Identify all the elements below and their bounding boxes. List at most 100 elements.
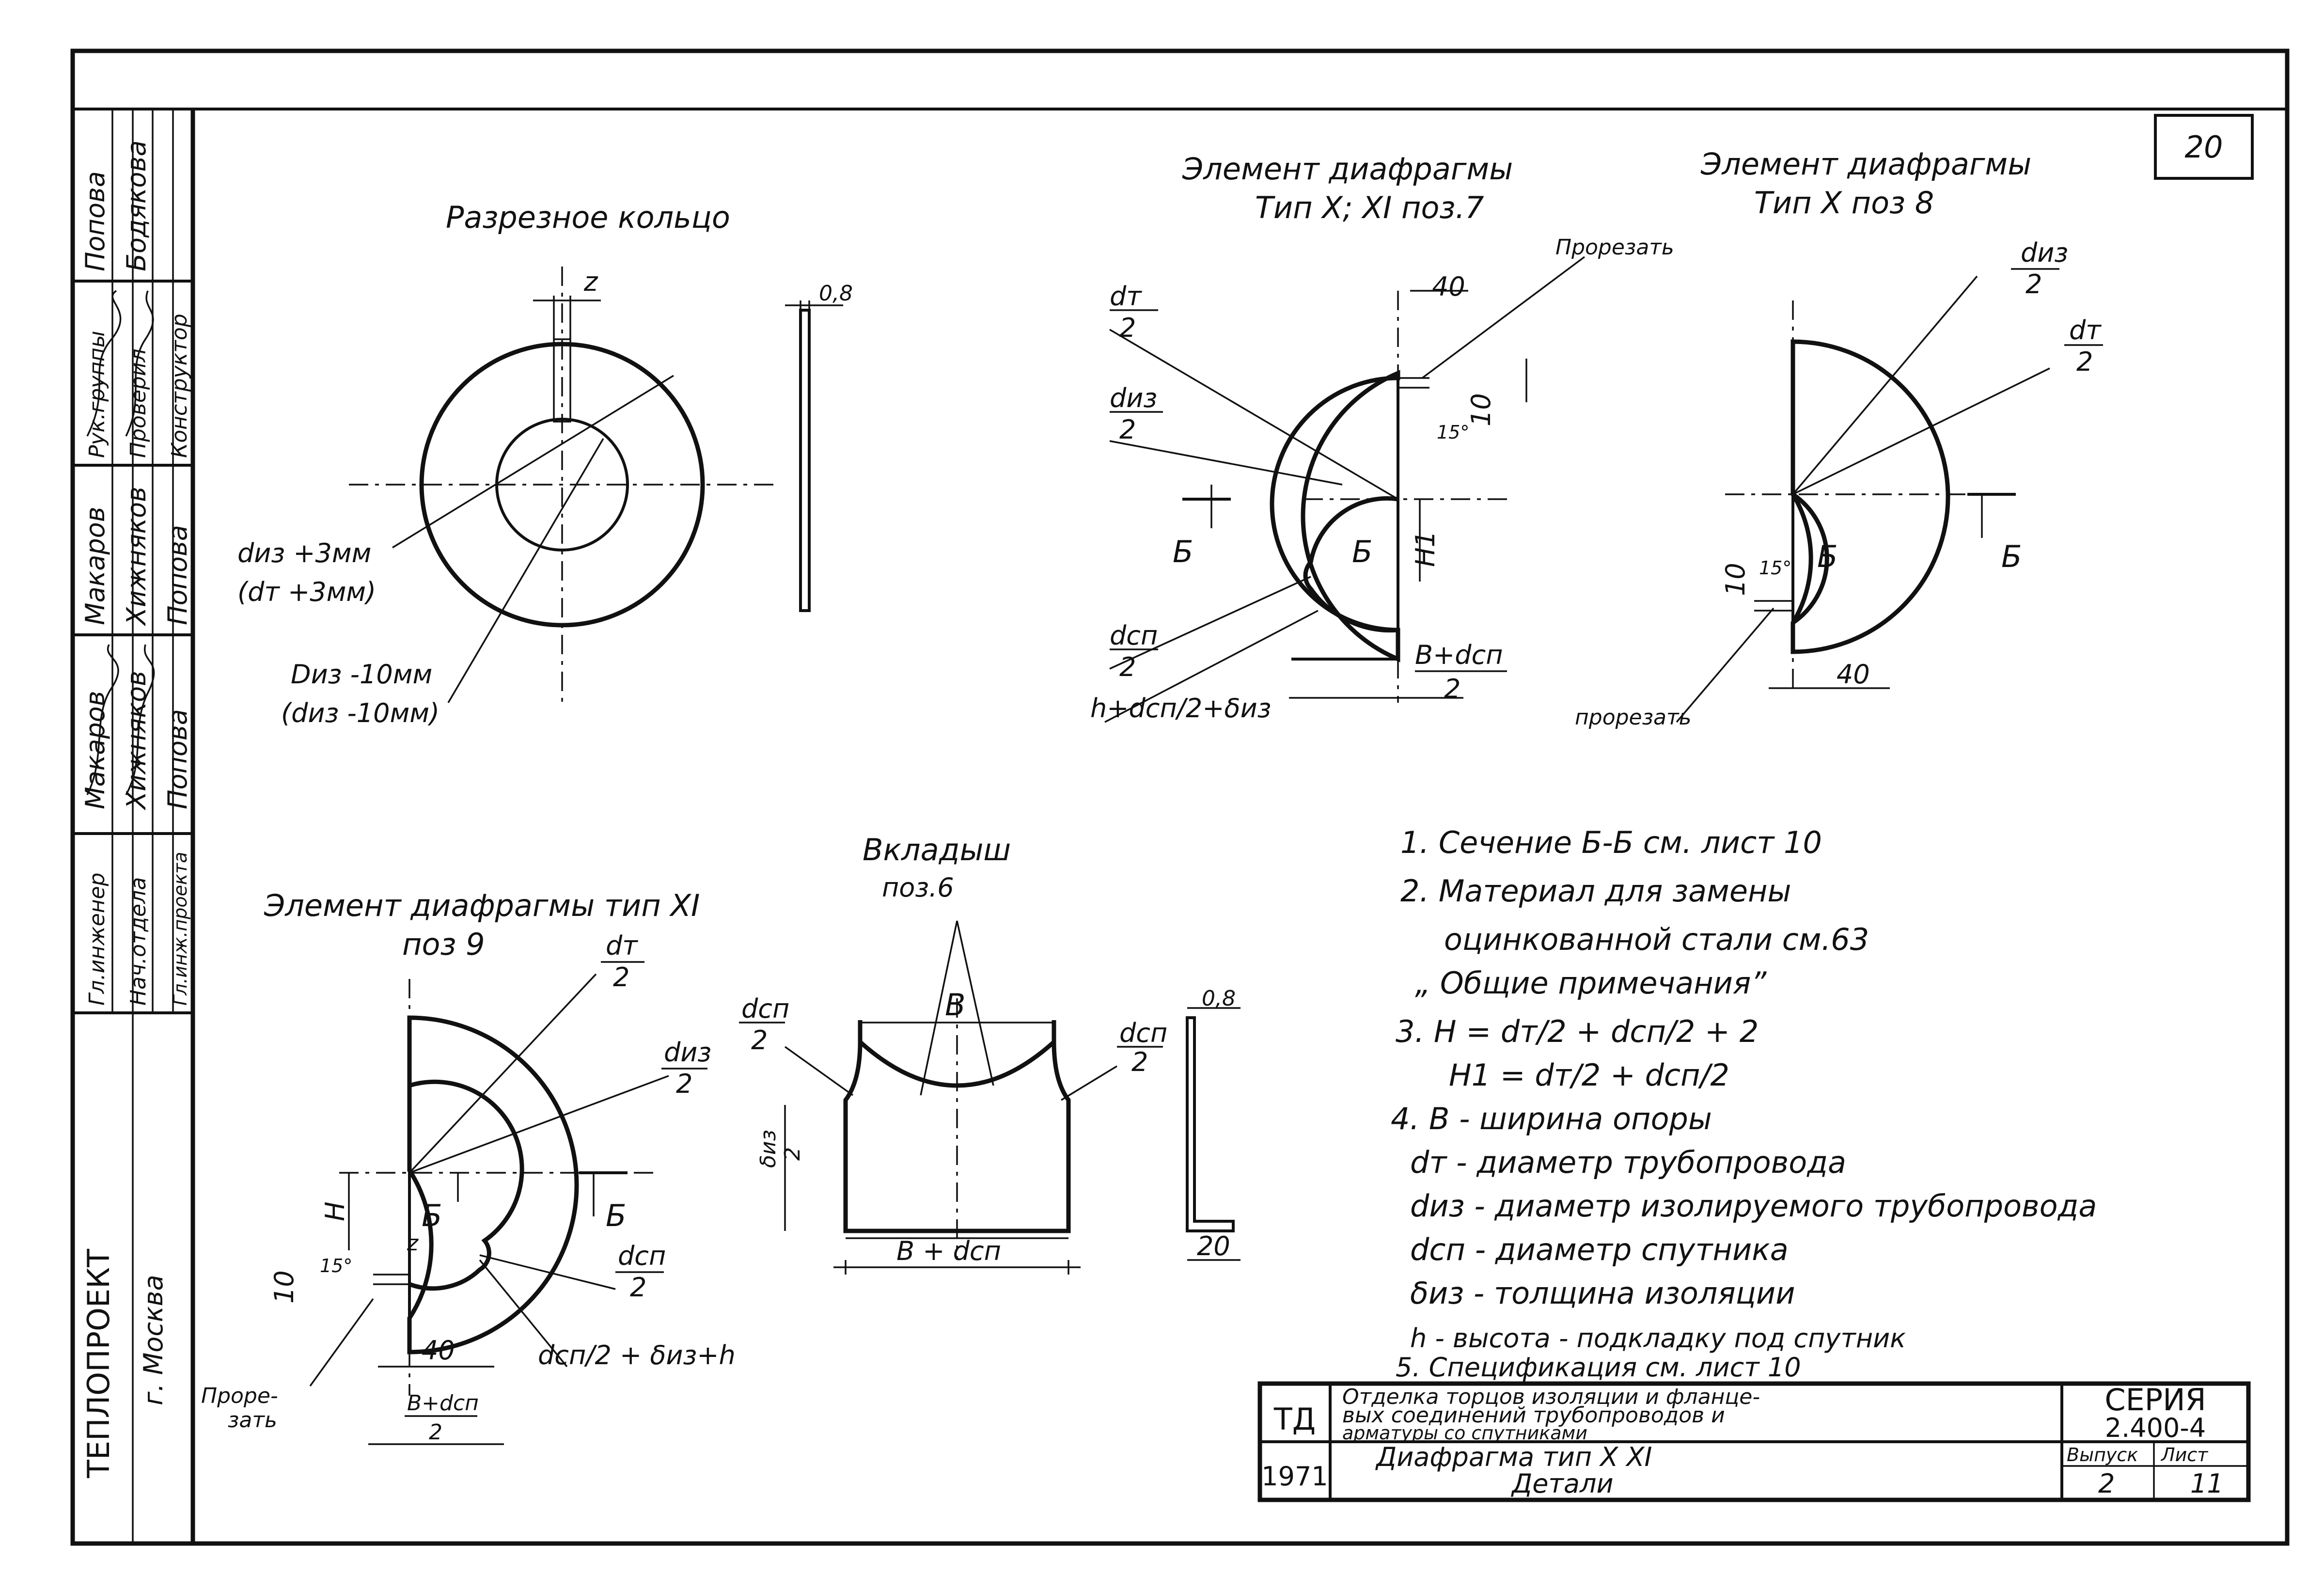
stamp-td: ТД (1273, 1402, 1316, 1437)
diaphragm-element-pos9: Элемент диафрагмы тип XI поз 9 dт 2 dиз … (201, 888, 736, 1445)
role-4: Рук.группы (85, 331, 110, 458)
stamp-desc-2: вых соединений трубопроводов и (1342, 1403, 1725, 1428)
split-ring-view: Разрезное кольцо z dиз +3мм (dт +3мм) Dи… (237, 200, 853, 728)
el7-dsp-2: 2 (1119, 652, 1136, 682)
note-13: 5. Спецификация см. лист 10 (1396, 1352, 1801, 1383)
note-9: dиз - диаметр изолируемого трубопровода (1410, 1188, 2097, 1224)
el8-dim-40: 40 (1837, 659, 1870, 690)
el7-cut-leader (1421, 256, 1586, 379)
ring-outer-leader (392, 375, 674, 549)
stamp-sheet: 11 (2190, 1468, 2224, 1499)
stamp-sheet-label: Лист (2160, 1444, 2209, 1465)
el9-diz-leader (409, 1075, 669, 1174)
el7-bdsp-2: 2 (1444, 674, 1460, 704)
stamp-desc-3: арматуры со спутниками (1342, 1422, 1587, 1444)
insert-leader-a (920, 920, 958, 1096)
el9-diz-2: 2 (676, 1069, 692, 1099)
el9-cut-leader (309, 1298, 374, 1387)
el9-h: H (320, 1201, 350, 1221)
split-ring-title: Разрезное кольцо (446, 200, 730, 235)
drawing-notes: 1. Сечение Б-Б см. лист 10 2. Материал д… (1391, 825, 2097, 1383)
el7-diz-2: 2 (1119, 414, 1136, 445)
el9-dt-2: 2 (613, 962, 629, 992)
el8-dt-2: 2 (2076, 347, 2093, 377)
stamp-issue-label: Выпуск (2067, 1444, 2138, 1465)
note-12: h - высота - подкладку под спутник (1410, 1323, 1906, 1354)
stamp-desc-1: Отделка торцов изоляции и фланце- (1342, 1385, 1760, 1409)
note-10: dсп - диаметр спутника (1410, 1232, 1789, 1267)
insert-dim-20: 20 (1197, 1231, 1230, 1261)
insert-side-view (1186, 1016, 1235, 1232)
name-2: Хижняков (121, 487, 152, 627)
page-number: 20 (2185, 129, 2223, 165)
el7-cut-label: Прорезать (1555, 235, 1674, 260)
el8-diz-2: 2 (2026, 269, 2042, 299)
el7-title-1: Элемент диафрагмы (1182, 151, 1513, 187)
sheet-frame: 20 (70, 48, 2290, 1546)
el9-dsp-leader (479, 1254, 616, 1290)
el8-angle: 15° (1759, 557, 1791, 579)
insert-title-1: Вкладыш (863, 832, 1011, 867)
el7-section-left: Б (1173, 534, 1193, 569)
signature-3: Попова (162, 709, 193, 809)
insert-title-2: поз.6 (882, 872, 954, 903)
note-8: dт - диаметр трубопровода (1410, 1145, 1846, 1180)
el9-dt-leader (408, 973, 597, 1174)
el9-dt: dт (606, 930, 638, 961)
role-1: Гл.инженер (85, 873, 110, 1006)
el7-h-leader (1104, 610, 1319, 723)
el9-section-right: Б (606, 1198, 627, 1233)
insert-bdsp: В + dсп (896, 1236, 1001, 1266)
el7-diz: dиз (1110, 383, 1157, 413)
note-2: 2. Материал для замены (1400, 873, 1791, 909)
note-1: 1. Сечение Б-Б см. лист 10 (1400, 825, 1822, 860)
title-block-stamp: ТД 1971 Отделка торцов изоляции и фланце… (1257, 1381, 2251, 1502)
role-3: Гл.инж.проекта (170, 852, 191, 1006)
el8-cut-leader (1676, 607, 1774, 723)
ring-thickness-label: 0,8 (819, 281, 853, 306)
el8-cut-label: прорезать (1575, 705, 1692, 730)
el7-diz-leader (1109, 440, 1343, 486)
insert-diz-2: 2 (780, 1147, 805, 1161)
diaphragm-element-pos7: Элемент диафрагмы Тип X; XI поз.7 40 Про… (1090, 151, 1674, 724)
el8-title-2: Тип X поз 8 (1754, 185, 1934, 221)
el7-section-right: Б (1352, 534, 1373, 569)
el9-body-outline (407, 1015, 579, 1355)
signature-2: Хижняков (121, 671, 152, 811)
stamp-series: 2.400-4 (2105, 1413, 2206, 1443)
el7-dt: dт (1110, 281, 1142, 312)
role-5: Проверил (126, 348, 151, 458)
el9-bdsp-2: 2 (429, 1420, 442, 1445)
ring-gap-label: z (583, 267, 598, 297)
stamp-title-2: Детали (1511, 1468, 1614, 1499)
el7-h1: H1 (1410, 531, 1441, 567)
ring-side-view (799, 309, 811, 612)
ring-inner-label-1: Dиз -10мм (291, 659, 432, 690)
signature-1: Макаров (80, 691, 110, 809)
el7-h-formula: h+dсп/2+δиз (1090, 693, 1271, 724)
el9-diz: dиз (664, 1037, 711, 1068)
left-title-block: ТЕПЛОПРОЕКТ г. Москва Гл.инженер Нач.отд… (73, 109, 193, 1544)
org-city: г. Москва (138, 1275, 169, 1405)
el9-cut-2: зать (228, 1408, 277, 1433)
el7-angle: 15° (1437, 422, 1469, 443)
page-number-box (2154, 114, 2254, 180)
el8-dt: dт (2069, 315, 2102, 346)
el7-bdsp: В+dсп (1415, 640, 1503, 670)
note-4: „ Общие примечания” (1415, 965, 1767, 1001)
insert-pos6: Вкладыш поз.6 В dсп 2 dсп 2 δиз 2 В + dс… (739, 832, 1241, 1275)
el8-title-1: Элемент диафрагмы (1700, 146, 2031, 182)
stamp-series-label: СЕРИЯ (2104, 1382, 2206, 1418)
role-2: Нач.отдела (126, 877, 151, 1006)
insert-dsp-right-2: 2 (1131, 1047, 1148, 1077)
name-3: Попова (162, 525, 193, 625)
el9-inner-curve (408, 1079, 524, 1291)
note-6: H1 = dт/2 + dсп/2 (1449, 1057, 1729, 1093)
el9-title-1: Элемент диафрагмы тип XI (264, 888, 700, 923)
el9-bdsp: В+dсп (407, 1391, 479, 1416)
insert-leader-b (956, 920, 994, 1086)
signature-scribble-4 (125, 644, 155, 795)
org-name: ТЕПЛОПРОЕКТ (81, 1248, 116, 1479)
el8-section-right: Б (2001, 539, 2022, 574)
insert-thick: 0,8 (1202, 986, 1236, 1011)
